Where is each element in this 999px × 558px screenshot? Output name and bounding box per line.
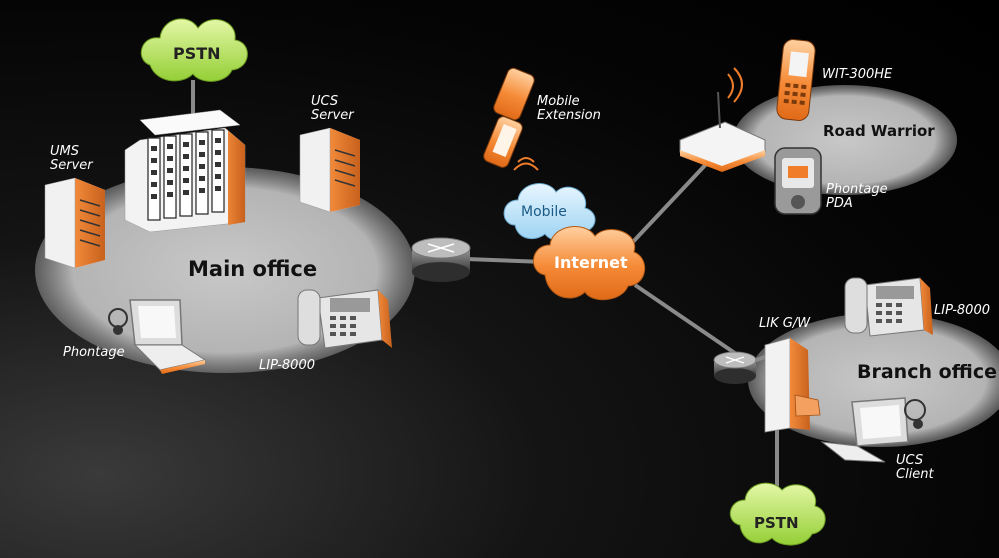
pstn-bottom-label: PSTN bbox=[754, 514, 799, 532]
mobile-extension-label-line1: Mobile bbox=[537, 94, 580, 109]
ucs-server-label-line2: Server bbox=[311, 108, 354, 123]
pbx-system-icon bbox=[124, 109, 246, 233]
ucs-server-label: UCS Server bbox=[311, 95, 354, 123]
ucs-server-label-line1: UCS bbox=[311, 94, 339, 109]
internet-cloud bbox=[533, 226, 646, 301]
branch-office-label: Branch office bbox=[857, 361, 997, 383]
lip8000-phone-main-icon bbox=[297, 289, 392, 349]
pstn-top-label: PSTN bbox=[173, 44, 221, 63]
road-warrior-label: Road Warrior bbox=[823, 122, 935, 140]
lip8000-phone-branch-icon bbox=[844, 277, 933, 337]
ucs-client-label: UCS Client bbox=[896, 454, 934, 482]
mobile-extension-label: Mobile Extension bbox=[537, 95, 601, 123]
phontage-pda-label: Phontage PDA bbox=[826, 183, 888, 211]
wit300he-phone-icon bbox=[776, 39, 816, 121]
mobile-cloud-label: Mobile bbox=[521, 204, 567, 220]
ums-server-label-line2: Server bbox=[50, 158, 93, 173]
phontage-pda-label-line2: PDA bbox=[826, 196, 853, 211]
ums-server-icon bbox=[44, 177, 105, 269]
ucs-client-laptop-icon bbox=[820, 397, 926, 463]
ums-server-label: UMS Server bbox=[50, 145, 93, 173]
ums-server-label-line1: UMS bbox=[50, 144, 79, 159]
mobile-extension-phone-icon bbox=[483, 67, 539, 171]
main-office-label: Main office bbox=[188, 257, 318, 281]
pstn-bottom-cloud bbox=[730, 482, 826, 546]
wifi-access-point-icon bbox=[679, 67, 766, 172]
router-branch-icon bbox=[713, 351, 757, 384]
lik-gw-label: LIK G/W bbox=[759, 316, 811, 331]
internet-cloud-label: Internet bbox=[554, 253, 628, 272]
wit300he-label: WIT-300HE bbox=[822, 67, 893, 82]
pstn-top-cloud bbox=[140, 18, 248, 82]
phontage-pda-label-line1: Phontage bbox=[826, 182, 888, 197]
phontage-label: Phontage bbox=[63, 345, 125, 360]
ucs-server-icon bbox=[299, 127, 360, 213]
router-main-icon bbox=[411, 237, 471, 282]
lip8000-main-label: LIP-8000 bbox=[259, 358, 315, 373]
mobile-extension-label-line2: Extension bbox=[537, 108, 601, 123]
phontage-laptop-icon bbox=[108, 299, 207, 374]
lip8000-branch-label: LIP-8000 bbox=[934, 303, 990, 318]
ucs-client-label-line2: Client bbox=[896, 467, 934, 482]
phontage-pda-icon bbox=[774, 147, 822, 215]
road-warrior-zone bbox=[733, 85, 957, 195]
ucs-client-label-line1: UCS bbox=[896, 453, 924, 468]
lik-gateway-icon bbox=[764, 337, 821, 433]
